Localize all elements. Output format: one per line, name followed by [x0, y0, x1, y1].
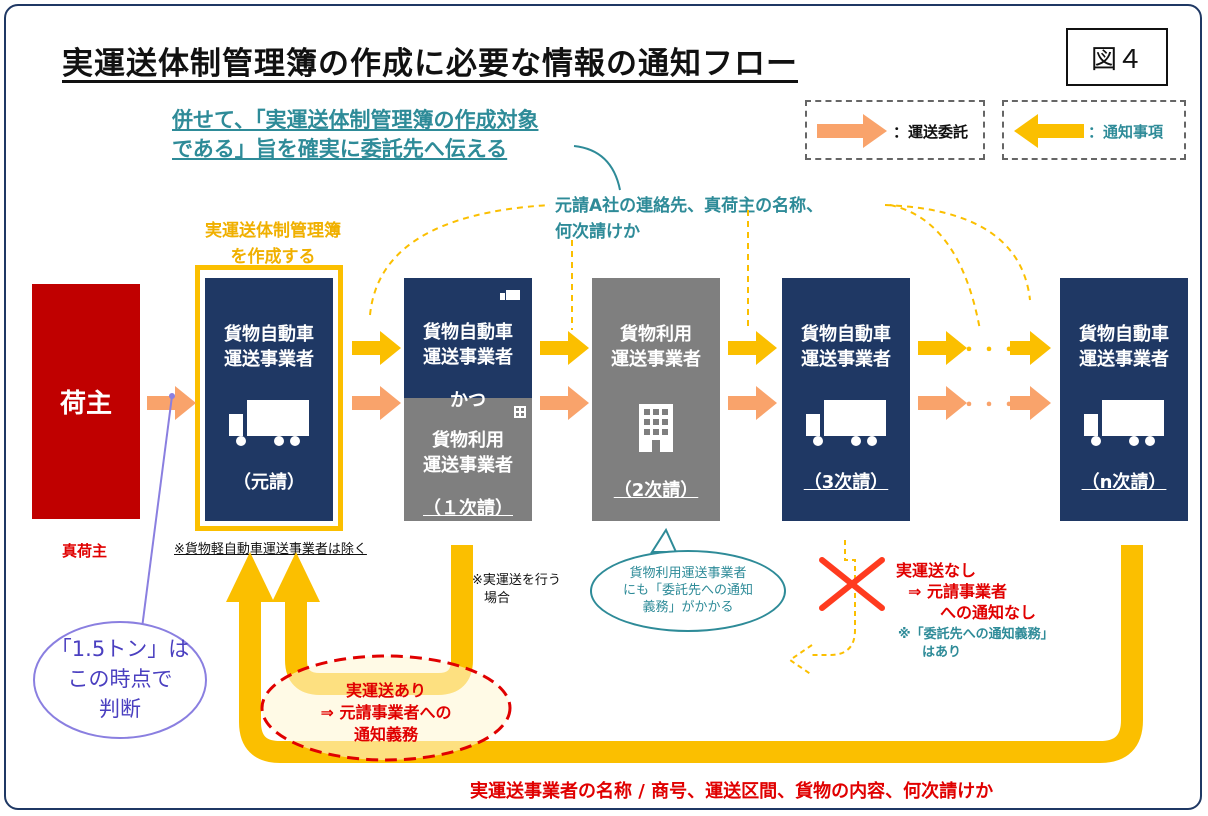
purple-line2: この時点で [67, 667, 173, 691]
small-building-icon [514, 406, 526, 418]
note-top-line2: である」旨を確実に委託先へ伝える [172, 137, 508, 161]
first-tier: （１次請） [423, 498, 513, 519]
legend-notice: ：通知事項 [1002, 100, 1186, 160]
bottom-note: 実運送事業者の名称 / 商号、運送区間、貨物の内容、何次請けか [470, 781, 994, 802]
return-arrowhead [272, 552, 320, 602]
notice-dots: ・・・ [960, 340, 1020, 361]
first-bottom-box: 貨物利用 運送事業者 （１次請） [404, 398, 532, 521]
truck-icon [1084, 400, 1164, 446]
actual-note: ※実運送を行う 場合 [472, 572, 561, 608]
motouke-box: 貨物自動車 運送事業者 （元請） [205, 278, 333, 521]
purple-bubble: 「1.5トン」は この時点で 判断 [34, 634, 206, 724]
no-actual-note: 実運送なし ⇒ 元請事業者 への通知なし [896, 560, 1036, 623]
nth-line2: 運送事業者 [1079, 349, 1169, 370]
third-box: 貨物自動車 運送事業者 （3次請） [782, 278, 910, 521]
first-bottom-line2: 運送事業者 [423, 455, 513, 476]
actual-yes-line2: ⇒ 元請事業者への [320, 703, 452, 722]
actual-note-line1: ※実運送を行う [472, 573, 561, 588]
transport-arrow [1010, 386, 1051, 420]
first-bottom-line1: 貨物利用 [432, 430, 504, 451]
second-line2: 運送事業者 [611, 349, 701, 370]
actual-note-line2: 場合 [484, 591, 511, 606]
second-line1: 貨物利用 [620, 324, 692, 345]
motouke-line2: 運送事業者 [224, 349, 314, 370]
first-top-line1: 貨物自動車 [423, 322, 513, 343]
teal-bubble-line1: 貨物利用運送事業者 [629, 566, 747, 581]
obligation-line2: はあり [922, 645, 962, 660]
obligation-line1: ※「委託先への通知義務」 [898, 627, 1054, 642]
third-tier: （3次請） [803, 472, 889, 493]
teal-bubble-line3: 義務」がかかる [642, 600, 734, 615]
purple-line3: 判断 [99, 697, 141, 721]
legend-transport: ：運送委託 [805, 100, 985, 160]
small-truck-icon [500, 290, 520, 300]
no-actual-line1: 実運送なし [896, 561, 977, 580]
yellow-arrow-icon [1014, 114, 1084, 148]
third-line2: 運送事業者 [801, 349, 891, 370]
make-ledger-line1: 実運送体制管理簿 [205, 221, 341, 241]
actual-yes-note: 実運送あり ⇒ 元請事業者への 通知義務 [270, 680, 502, 746]
motouke-line1: 貨物自動車 [224, 324, 314, 345]
legend-notice-label: ：通知事項 [1088, 123, 1164, 141]
notice-arrow [352, 331, 401, 365]
page-title: 実運送体制管理簿の作成に必要な情報の通知フロー [62, 46, 798, 82]
nth-line1: 貨物自動車 [1079, 324, 1169, 345]
actual-yes-line3: 通知義務 [353, 725, 418, 744]
figure-label: 図４ [1066, 28, 1168, 86]
legend-transport-label: ：運送委託 [893, 123, 969, 141]
notice-arrow [728, 331, 777, 365]
transport-arrow [728, 386, 777, 420]
nth-tier: （n次請） [1081, 472, 1167, 493]
no-actual-line3: への通知なし [940, 603, 1037, 622]
transport-arrow [918, 386, 967, 420]
return-arrowhead [226, 552, 274, 602]
make-ledger-line2: を作成する [230, 247, 316, 267]
second-tier: （2次請） [613, 480, 699, 501]
teal-bubble-line2: にも「委託先への通知 [622, 583, 753, 598]
third-line1: 貨物自動車 [801, 324, 891, 345]
figure-frame [4, 4, 1202, 810]
nth-box: 貨物自動車 運送事業者 （n次請） [1060, 278, 1188, 521]
transport-dots: ・・・ [960, 395, 1020, 416]
note-top-line1: 併せて、「実運送体制管理簿の作成対象 [172, 108, 539, 132]
truck-icon [229, 400, 309, 446]
first-top-box: 貨物自動車 運送事業者 [404, 278, 532, 398]
obligation-note: ※「委託先への通知義務」 はあり [898, 626, 1054, 662]
notice-arrow [918, 331, 967, 365]
make-ledger-label: 実運送体制管理簿 を作成する [185, 218, 361, 270]
first-top-line2: 運送事業者 [423, 347, 513, 368]
first-and-label: かつ [450, 390, 486, 411]
notice-top: 元請A社の連絡先、真荷主の名称、 何次請けか [555, 193, 823, 245]
building-icon [639, 404, 673, 452]
second-box: 貨物利用 運送事業者 （2次請） [592, 278, 720, 521]
purple-line1: 「1.5トン」は [50, 637, 190, 661]
notice-top-line1: 元請A社の連絡先、真荷主の名称、 [555, 196, 824, 216]
shipper-box: 荷主 [32, 284, 140, 519]
true-shipper-label: 真荷主 [62, 542, 108, 560]
teal-bubble: 貨物利用運送事業者 にも「委託先への通知 義務」がかかる [590, 550, 786, 632]
transport-arrow [540, 386, 589, 420]
notice-arrow [540, 331, 589, 365]
truck-icon [806, 400, 886, 446]
note-top: 併せて、「実運送体制管理簿の作成対象 である」旨を確実に委託先へ伝える [172, 106, 538, 164]
note-connector [573, 145, 621, 191]
actual-yes-line1: 実運送あり [345, 681, 426, 700]
no-actual-line2: ⇒ 元請事業者 [908, 582, 1007, 601]
notice-arrow [1010, 331, 1051, 365]
shipper-label: 荷主 [59, 389, 112, 419]
motouke-tier: （元請） [233, 472, 305, 493]
motouke-note: ※貨物軽自動車運送事業者は除く [174, 542, 367, 557]
orange-arrow-icon [817, 114, 887, 148]
transport-arrow [352, 386, 401, 420]
notice-top-line2: 何次請けか [555, 222, 640, 242]
motouke-highlight [195, 265, 343, 531]
